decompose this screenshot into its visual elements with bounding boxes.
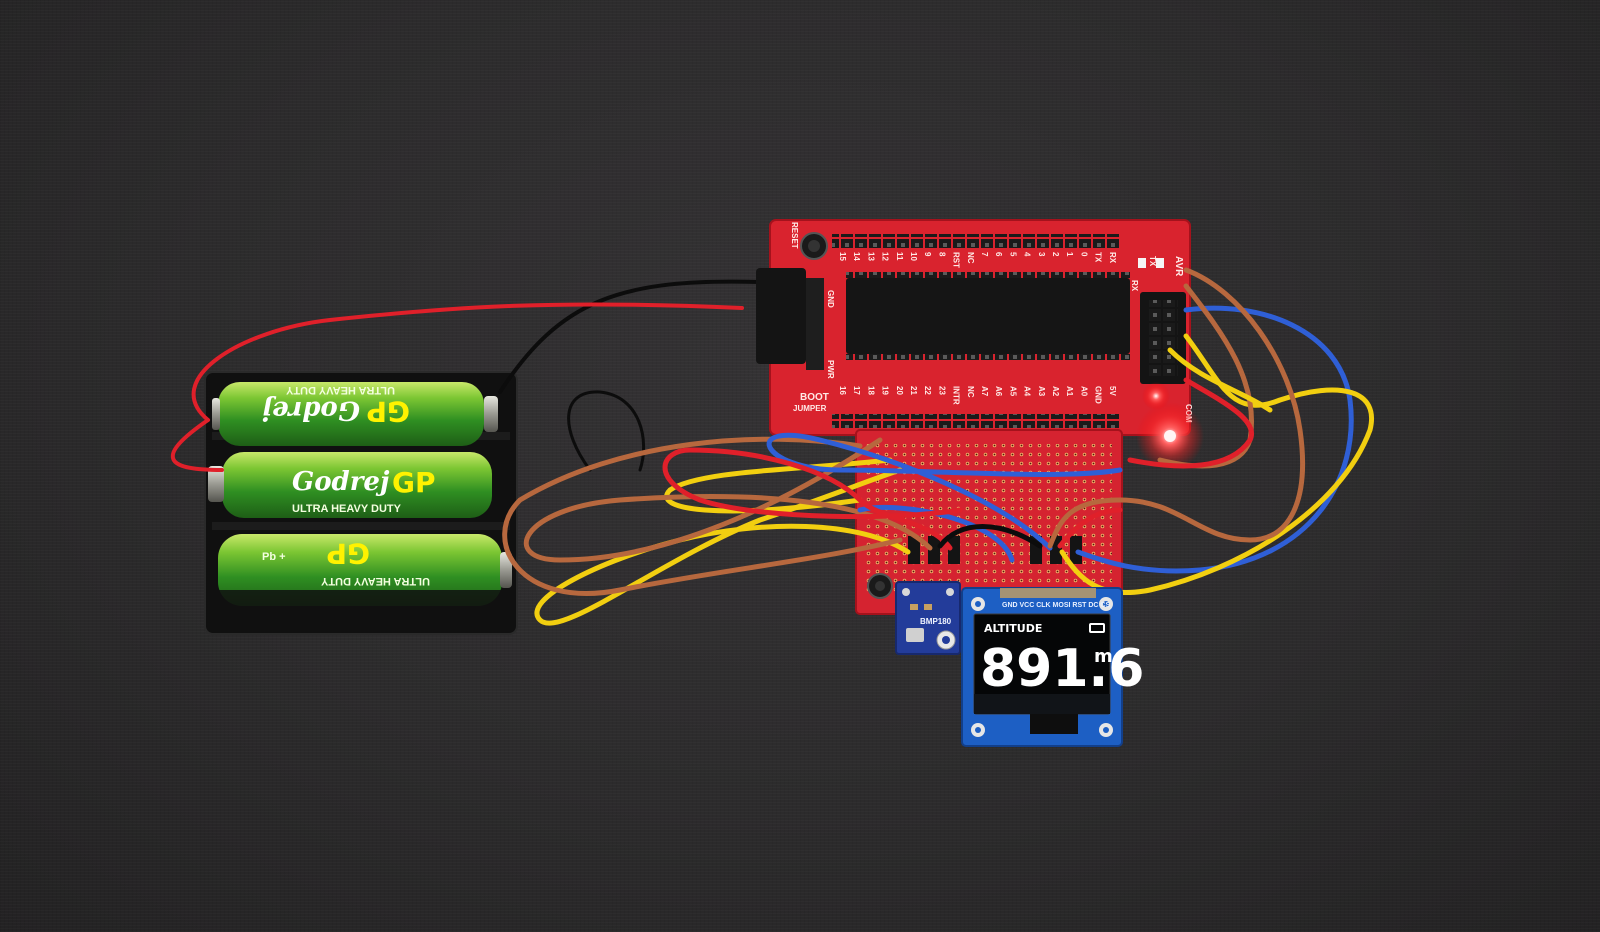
battery-3-subtitle: ULTRA HEAVY DUTY — [320, 575, 430, 587]
power-connector — [756, 268, 806, 364]
top-pin-label-12: 5 — [1008, 252, 1017, 257]
top-pin-label-5: 10 — [909, 252, 918, 261]
bottom-pin-label-4: 20 — [895, 386, 904, 395]
bottom-pin-label-9: NC — [966, 386, 975, 398]
bottom-pin-label-3: 19 — [881, 386, 890, 395]
top-pin-label-4: 11 — [895, 252, 904, 261]
top-pin-label-19: RX — [1108, 252, 1117, 264]
top-pin-label-14: 3 — [1037, 252, 1046, 257]
bmp180-sensor-module: BMP180 — [895, 581, 961, 655]
top-pin-label-10: 7 — [980, 252, 989, 257]
board-label-jumper: JUMPER — [793, 404, 827, 413]
battery-1-brand: Godrej — [262, 395, 360, 425]
bottom-pin-label-19: 5V — [1108, 386, 1117, 396]
board-label-rx: RX — [1130, 280, 1139, 292]
power-wires — [171, 279, 762, 472]
top-pin-label-3: 12 — [881, 252, 890, 261]
bottom-pin-label-7: 23 — [937, 386, 946, 395]
top-pin-label-2: 13 — [866, 252, 875, 261]
battery-3-polarity: Pb + — [262, 551, 286, 563]
bottom-pin-label-13: A4 — [1023, 386, 1032, 397]
bottom-header — [832, 414, 1120, 428]
board-label-pwr: PWR — [826, 360, 835, 379]
bottom-pin-label-16: A1 — [1065, 386, 1074, 397]
battery-3: ULTRA HEAVY DUTY GP Pb + — [215, 534, 512, 620]
bottom-pin-label-6: 22 — [923, 386, 932, 395]
top-pin-label-15: 2 — [1051, 252, 1060, 257]
oled-altitude-unit: m — [1094, 646, 1113, 667]
battery-1-subtitle: ULTRA HEAVY DUTY — [285, 384, 395, 396]
battery-1-logo: GP — [366, 395, 410, 428]
top-pin-label-16: 1 — [1065, 252, 1074, 257]
oled-altitude-value: 891.6 — [980, 639, 1144, 699]
battery-2-logo: GP — [392, 466, 436, 499]
sensor-label: BMP180 — [920, 617, 952, 626]
battery-2: Godrej GP ULTRA HEAVY DUTY — [208, 452, 492, 518]
atmega-ic-chip — [846, 272, 1130, 360]
oled-pin-labels: GND VCC CLK MOSI RST DC CS — [1002, 602, 1110, 609]
bottom-pin-label-0: 16 — [838, 386, 847, 395]
board-label-gnd: GND — [826, 290, 835, 308]
bottom-pin-label-10: A7 — [980, 386, 989, 397]
top-pin-label-11: 6 — [994, 252, 1003, 257]
top-pin-label-0: 15 — [838, 252, 847, 261]
board-label-tx: TX — [1148, 256, 1157, 267]
bottom-pin-labels: 16 17 18 19 20 21 22 23 INTR NC A7 A6 A5 A4 A3 A2 A1 A0 GN… — [838, 386, 1117, 405]
battery-3-logo: GP — [326, 537, 370, 570]
bottom-pin-label-11: A6 — [994, 386, 1003, 397]
top-pin-label-17: 0 — [1079, 252, 1088, 257]
bottom-pin-label-17: A0 — [1079, 386, 1088, 397]
bottom-pin-label-2: 18 — [866, 386, 875, 395]
board-label-reset: RESET — [790, 222, 799, 249]
top-pin-label-7: 8 — [937, 252, 946, 257]
jumper-wires — [502, 267, 1374, 626]
top-pin-label-13: 4 — [1023, 252, 1032, 257]
bottom-pin-label-18: GND — [1094, 386, 1103, 404]
bottom-pin-label-1: 17 — [852, 386, 861, 395]
bottom-pin-label-14: A3 — [1037, 386, 1046, 397]
battery-1: GP Godrej ULTRA HEAVY DUTY — [212, 382, 498, 446]
top-header — [832, 234, 1120, 248]
oled-display-module: GND VCC CLK MOSI RST DC CS ALTITUDE 891.… — [961, 587, 1144, 747]
battery-2-subtitle: ULTRA HEAVY DUTY — [292, 503, 402, 515]
top-pin-label-18: TX — [1094, 252, 1103, 263]
board-label-avr: AVR — [1173, 256, 1184, 277]
board-label-boot: BOOT — [800, 392, 829, 403]
top-pin-label-1: 14 — [852, 252, 861, 261]
battery-2-brand: Godrej — [292, 467, 390, 497]
oled-title: ALTITUDE — [984, 622, 1042, 635]
bottom-pin-label-8: INTR — [952, 386, 961, 405]
top-pin-label-8: RST — [952, 252, 961, 268]
bottom-pin-label-5: 21 — [909, 386, 918, 395]
battery-status-icon — [1089, 623, 1105, 633]
top-pin-label-9: NC — [966, 252, 975, 264]
bottom-pin-label-12: A5 — [1008, 386, 1017, 397]
top-pin-label-6: 9 — [923, 252, 932, 257]
bottom-pin-label-15: A2 — [1051, 386, 1060, 397]
